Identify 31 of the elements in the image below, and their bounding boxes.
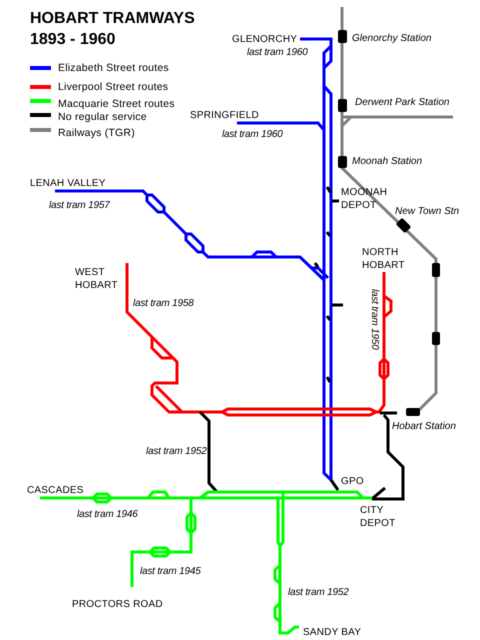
legend-label: No regular service <box>58 111 147 124</box>
legend-label: Elizabeth Street routes <box>58 62 169 75</box>
last-tram-note: last tram 1960 <box>222 128 283 141</box>
place-label: MOONAH DEPOT <box>341 186 388 212</box>
place-label: CASCADES <box>27 484 84 497</box>
station-label: Moonah Station <box>352 155 422 168</box>
station-label: Hobart Station <box>392 420 456 433</box>
place-label: PROCTORS ROAD <box>72 598 163 611</box>
last-tram-note: last tram 1946 <box>77 508 138 521</box>
last-tram-note: last tram 1950 <box>368 289 380 350</box>
legend-label: Liverpool Street routes <box>58 81 168 94</box>
last-tram-note: last tram 1960 <box>247 46 308 59</box>
place-label: GPO <box>341 475 364 488</box>
place-label: LENAH VALLEY <box>30 177 106 190</box>
station-label: Derwent Park Station <box>355 96 450 109</box>
map-title: HOBART TRAMWAYS 1893 - 1960 <box>30 9 196 50</box>
place-label: CITY DEPOT <box>360 504 396 530</box>
station-label: Glenorchy Station <box>352 32 432 45</box>
last-tram-note: last tram 1957 <box>49 199 110 212</box>
last-tram-note: last tram 1958 <box>133 297 194 310</box>
station-label: New Town Stn <box>395 205 460 218</box>
legend-label: Railways (TGR) <box>58 127 135 140</box>
place-label: SPRINGFIELD <box>190 109 259 122</box>
last-tram-note: last tram 1952 <box>146 445 207 458</box>
last-tram-note: last tram 1952 <box>288 586 349 599</box>
place-label: NORTH HOBART <box>362 246 405 272</box>
place-label: SANDY BAY <box>303 626 362 639</box>
place-label: GLENORCHY <box>232 33 298 46</box>
last-tram-note: last tram 1945 <box>140 565 201 578</box>
legend-label: Macquarie Street routes <box>58 98 175 111</box>
place-label: WEST HOBART <box>75 266 118 292</box>
